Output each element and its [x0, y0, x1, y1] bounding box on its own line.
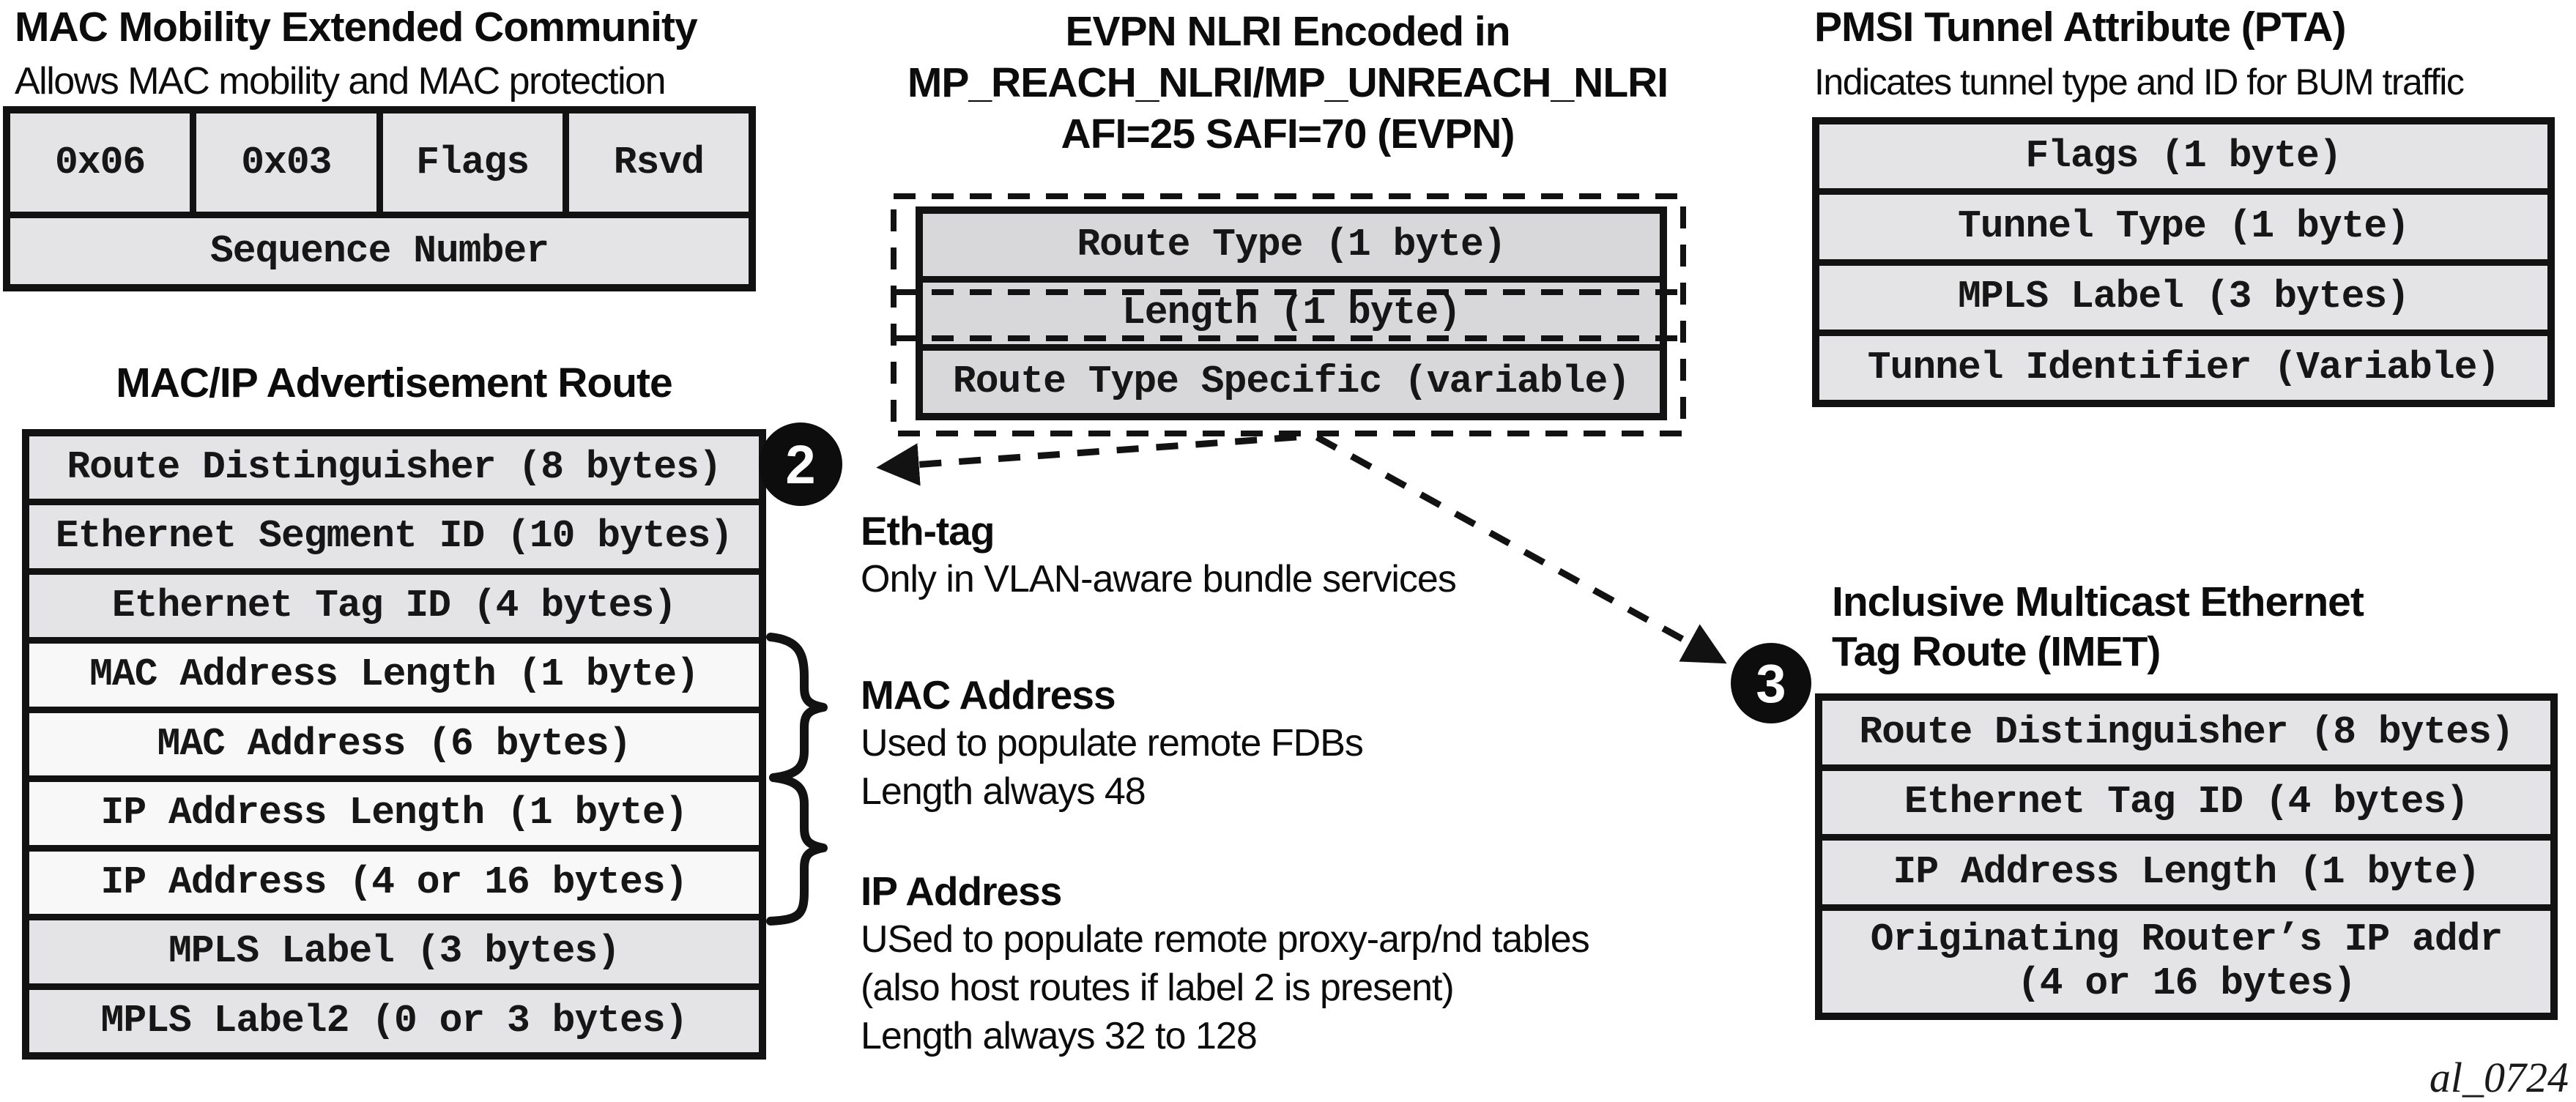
- note-ip-address-line1: USed to populate remote proxy-arp/nd tab…: [861, 918, 1590, 961]
- evpn-nlri-title-line2: MP_REACH_NLRI/MP_UNREACH_NLRI: [907, 59, 1669, 106]
- imet-title-line1: Inclusive Multicast Ethernet: [1832, 578, 2364, 625]
- field-cell-tunnel-type: Tunnel Type (1 byte): [1819, 188, 2547, 259]
- note-eth-tag: Eth-tag Only in VLAN-aware bundle servic…: [861, 507, 1457, 603]
- mac-mobility-subtitle: Allows MAC mobility and MAC protection: [15, 60, 667, 103]
- note-ip-address-line3: Length always 32 to 128: [861, 1015, 1258, 1057]
- field-cell-imet-ethernet-tag-id: Ethernet Tag ID (4 bytes): [1822, 764, 2550, 835]
- note-mac-address: MAC Address Used to populate remote FDBs…: [861, 671, 1364, 816]
- field-cell-rsvd: Rsvd: [562, 113, 749, 212]
- imet-table: Route Distinguisher (8 bytes) Ethernet T…: [1815, 693, 2558, 1020]
- note-ip-address-line2: (also host routes if label 2 is present): [861, 967, 1455, 1009]
- field-cell-mac-address: MAC Address (6 bytes): [29, 706, 759, 776]
- field-cell-length: Length (1 byte): [923, 275, 1660, 345]
- step-badge-3: 3: [1731, 643, 1811, 723]
- field-cell-pta-flags: Flags (1 byte): [1819, 124, 2547, 189]
- figure-id-label: al_0724: [2429, 1054, 2569, 1101]
- note-ip-address-heading: IP Address: [861, 868, 1062, 914]
- field-cell-0x03: 0x03: [190, 113, 376, 212]
- field-cell-ethernet-tag-id: Ethernet Tag ID (4 bytes): [29, 567, 759, 638]
- mac-mobility-table: 0x06 0x03 Flags Rsvd Sequence Number: [3, 106, 756, 291]
- pmsi-title: PMSI Tunnel Attribute (PTA): [1814, 4, 2347, 51]
- evpn-nlri-table: Route Type (1 byte) Length (1 byte) Rout…: [916, 206, 1667, 420]
- field-cell-tunnel-identifier: Tunnel Identifier (Variable): [1819, 329, 2547, 400]
- pmsi-table: Flags (1 byte) Tunnel Type (1 byte) MPLS…: [1812, 117, 2555, 407]
- mac-ip-route-table: Route Distinguisher (8 bytes) Ethernet S…: [22, 429, 766, 1060]
- imet-title: Inclusive Multicast Ethernet Tag Route (…: [1832, 577, 2364, 677]
- note-mac-address-line1: Used to populate remote FDBs: [861, 722, 1364, 764]
- field-cell-ip-address: IP Address (4 or 16 bytes): [29, 844, 759, 915]
- field-cell-ethernet-segment-id: Ethernet Segment ID (10 bytes): [29, 499, 759, 568]
- pmsi-subtitle: Indicates tunnel type and ID for BUM tra…: [1814, 62, 2465, 103]
- note-mac-address-heading: MAC Address: [861, 672, 1116, 718]
- dashed-arrow-to-badge-2: [876, 433, 1297, 486]
- field-cell-route-type: Route Type (1 byte): [923, 214, 1660, 276]
- brace-ip-address-rows: [766, 773, 828, 926]
- field-cell-route-distinguisher: Route Distinguisher (8 bytes): [29, 436, 759, 499]
- note-ip-address: IP Address USed to populate remote proxy…: [861, 867, 1590, 1060]
- field-cell-mac-address-length: MAC Address Length (1 byte): [29, 637, 759, 707]
- field-cell-pta-mpls-label: MPLS Label (3 bytes): [1819, 258, 2547, 330]
- field-cell-imet-ip-address-length: IP Address Length (1 byte): [1822, 834, 2550, 905]
- brace-mac-address-rows: [766, 633, 828, 782]
- note-mac-address-line2: Length always 48: [861, 770, 1146, 813]
- imet-title-line2: Tag Route (IMET): [1832, 628, 2161, 675]
- field-cell-0x06: 0x06: [10, 113, 190, 212]
- mac-ip-route-title: MAC/IP Advertisement Route: [116, 360, 672, 406]
- note-eth-tag-line1: Only in VLAN-aware bundle services: [861, 558, 1457, 600]
- note-eth-tag-heading: Eth-tag: [861, 508, 995, 554]
- field-cell-ip-address-length: IP Address Length (1 byte): [29, 775, 759, 845]
- evpn-nlri-title-line3: AFI=25 SAFI=70 (EVPN): [1061, 111, 1515, 157]
- field-cell-route-type-specific: Route Type Specific (variable): [923, 344, 1660, 414]
- step-badge-2: 2: [759, 422, 842, 506]
- field-cell-mpls-label: MPLS Label (3 bytes): [29, 914, 759, 983]
- mac-mobility-title: MAC Mobility Extended Community: [15, 4, 698, 51]
- field-cell-mpls-label2: MPLS Label2 (0 or 3 bytes): [29, 983, 759, 1052]
- field-cell-flags: Flags: [376, 113, 563, 212]
- evpn-nlri-title-line1: EVPN NLRI Encoded in: [1065, 8, 1510, 55]
- mac-mobility-row-1: 0x06 0x03 Flags Rsvd: [10, 113, 749, 212]
- field-cell-originating-router-ip: Originating Router’s IP addr (4 or 16 by…: [1822, 904, 2550, 1013]
- evpn-nlri-title: EVPN NLRI Encoded in MP_REACH_NLRI/MP_UN…: [835, 6, 1740, 160]
- field-cell-imet-route-distinguisher: Route Distinguisher (8 bytes): [1822, 701, 2550, 764]
- field-cell-sequence-number: Sequence Number: [10, 212, 749, 284]
